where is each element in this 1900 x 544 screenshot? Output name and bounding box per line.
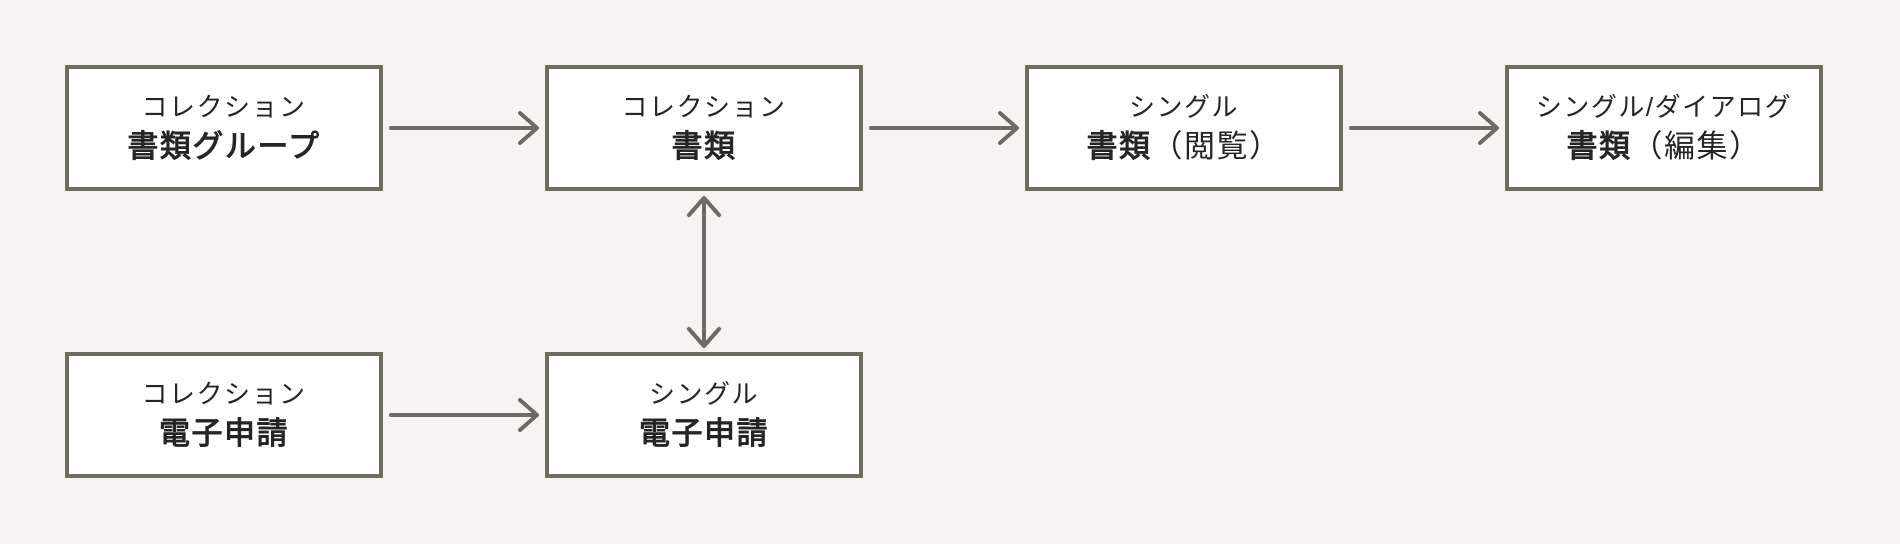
node-name-label: 書類（編集）: [1567, 131, 1762, 162]
node-name-main: 書類: [1566, 129, 1632, 164]
node-single-eapplication: シングル 電子申請: [545, 352, 863, 478]
node-single-document-view: シングル 書類（閲覧）: [1025, 65, 1343, 191]
node-collection-document-group: コレクション 書類グループ: [65, 65, 383, 191]
node-name-label: 書類（閲覧）: [1087, 131, 1282, 162]
node-name-suffix: （閲覧）: [1151, 129, 1282, 164]
node-type-label: コレクション: [141, 92, 307, 122]
node-type-label: シングル/ダイアログ: [1535, 92, 1793, 122]
node-name-suffix: （編集）: [1631, 129, 1762, 164]
node-type-label: シングル: [1128, 92, 1239, 122]
node-collection-eapplication: コレクション 電子申請: [65, 352, 383, 478]
node-name-main: 書類: [671, 129, 737, 164]
node-name-label: 書類: [672, 131, 737, 162]
node-single-dialog-document-edit: シングル/ダイアログ 書類（編集）: [1505, 65, 1823, 191]
arrow-eapplication-collection-to-single: [389, 398, 539, 432]
arrow-document-eapplication-bidirectional: [687, 196, 721, 348]
node-name-label: 書類グループ: [127, 131, 320, 162]
arrow-document-view-to-document-edit: [1349, 111, 1499, 145]
node-type-label: シングル: [648, 379, 759, 409]
node-type-label: コレクション: [141, 379, 307, 409]
node-name-main: 電子申請: [639, 416, 769, 451]
arrow-document-to-document-view: [869, 111, 1019, 145]
arrow-document-group-to-document: [389, 111, 539, 145]
node-name-main: 書類: [1086, 129, 1152, 164]
node-collection-document: コレクション 書類: [545, 65, 863, 191]
node-type-label: コレクション: [621, 92, 787, 122]
node-name-main: 書類グループ: [127, 129, 321, 164]
node-name-label: 電子申請: [639, 418, 769, 449]
node-name-main: 電子申請: [159, 416, 289, 451]
node-name-label: 電子申請: [159, 418, 289, 449]
